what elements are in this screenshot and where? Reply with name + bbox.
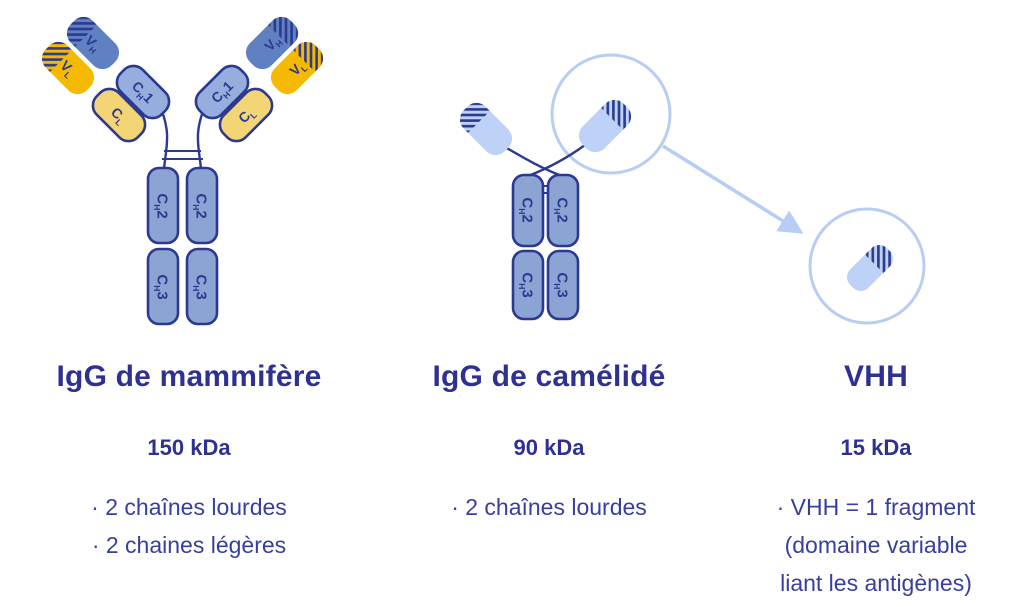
domain-vhh (578, 94, 637, 153)
hinge-line (503, 145, 564, 178)
magnifier-circle (550, 53, 672, 175)
hinge-line (526, 143, 587, 178)
domain-vl: VL (36, 36, 95, 95)
notes-igg-mammifere: · 2 chaînes lourdes · 2 chaines légères (57, 488, 322, 564)
column-igg-camelid: IgG de camélidé 90 kDa · 2 chaînes lourd… (432, 360, 665, 526)
domain-ch3 (185, 247, 219, 326)
antigen-binding-hatch (268, 11, 304, 47)
note-line: (domaine variable (784, 532, 968, 558)
igg-camelid-structure: CH2 CH2 CH3 CH3 (454, 53, 672, 321)
domain-vl: VL (270, 36, 329, 95)
title-vhh: VHH (844, 360, 908, 393)
domain-ch2 (185, 166, 219, 245)
svg-text:CH3: CH3 (552, 272, 571, 297)
note-line: liant les antigènes) (780, 570, 972, 596)
note-line: · 2 chaînes lourdes (451, 494, 647, 520)
note-line: · 2 chaines légères (91, 532, 287, 558)
domain-ch3-label: CH3 (517, 272, 536, 297)
title-igg-camelide: IgG de camélidé (432, 360, 666, 393)
svg-text:CH2: CH2 (552, 197, 571, 222)
svg-text:CH2: CH2 (152, 193, 171, 218)
mass-igg-camelide: 90 kDa (513, 435, 585, 460)
vhh-fragment (662, 144, 926, 325)
antigen-binding-hatch (61, 11, 97, 47)
mass-vhh: 15 kDa (840, 435, 912, 460)
domain-ch1: CH1 (115, 64, 171, 120)
antigen-binding-hatch (601, 94, 637, 130)
antigen-binding-hatch (293, 36, 329, 72)
note-line: · VHH = 1 fragment (776, 494, 976, 520)
igg-mammal-structure: CH2 CH2 CH3 CH3 VL VH CL CH1 (36, 11, 329, 326)
domain-vh: VH (61, 11, 120, 70)
domain-ch2 (546, 173, 580, 248)
domain-ch3 (511, 249, 545, 321)
domain-cl: CL (91, 87, 147, 143)
mass-igg-mammifere: 150 kDa (147, 435, 231, 460)
notes-vhh: · VHH = 1 fragment (domaine variable lia… (777, 488, 976, 602)
vhh-circle (808, 207, 926, 325)
svg-text:CH3: CH3 (517, 272, 536, 297)
notes-igg-camelide: · 2 chaînes lourdes (432, 488, 665, 526)
domain-vhh (454, 97, 513, 156)
domain-ch2-label: CH2 (552, 197, 571, 222)
domain-ch3-label: CH3 (191, 274, 210, 299)
antigen-binding-hatch (454, 97, 490, 133)
note-line: · 2 chaînes lourdes (91, 494, 287, 520)
title-igg-mammifere: IgG de mammifère (56, 360, 322, 393)
domain-vhh (846, 240, 898, 292)
domain-ch2-label: CH2 (191, 193, 210, 218)
domain-ch2 (146, 166, 180, 245)
domain-ch2-label: CH2 (517, 197, 536, 222)
antigen-binding-hatch (865, 240, 898, 273)
column-vhh: VHH 15 kDa · VHH = 1 fragment (domaine v… (777, 360, 976, 602)
domain-ch2 (511, 173, 545, 248)
domain-ch1: CH1 (194, 64, 250, 120)
svg-text:CH2: CH2 (517, 197, 536, 222)
svg-text:CH2: CH2 (191, 193, 210, 218)
magnifier-arrow (662, 144, 804, 234)
antigen-binding-hatch (36, 36, 72, 72)
domain-vh: VH (245, 11, 304, 70)
domain-ch3-label: CH3 (552, 272, 571, 297)
domain-ch2-label: CH2 (152, 193, 171, 218)
domain-cl: CL (218, 87, 274, 143)
domain-ch3-label: CH3 (152, 274, 171, 299)
domain-ch3 (546, 249, 580, 321)
svg-text:CH3: CH3 (191, 274, 210, 299)
svg-text:CH3: CH3 (152, 274, 171, 299)
domain-ch3 (146, 247, 180, 326)
column-igg-mammal: IgG de mammifère 150 kDa · 2 chaînes lou… (57, 360, 322, 564)
